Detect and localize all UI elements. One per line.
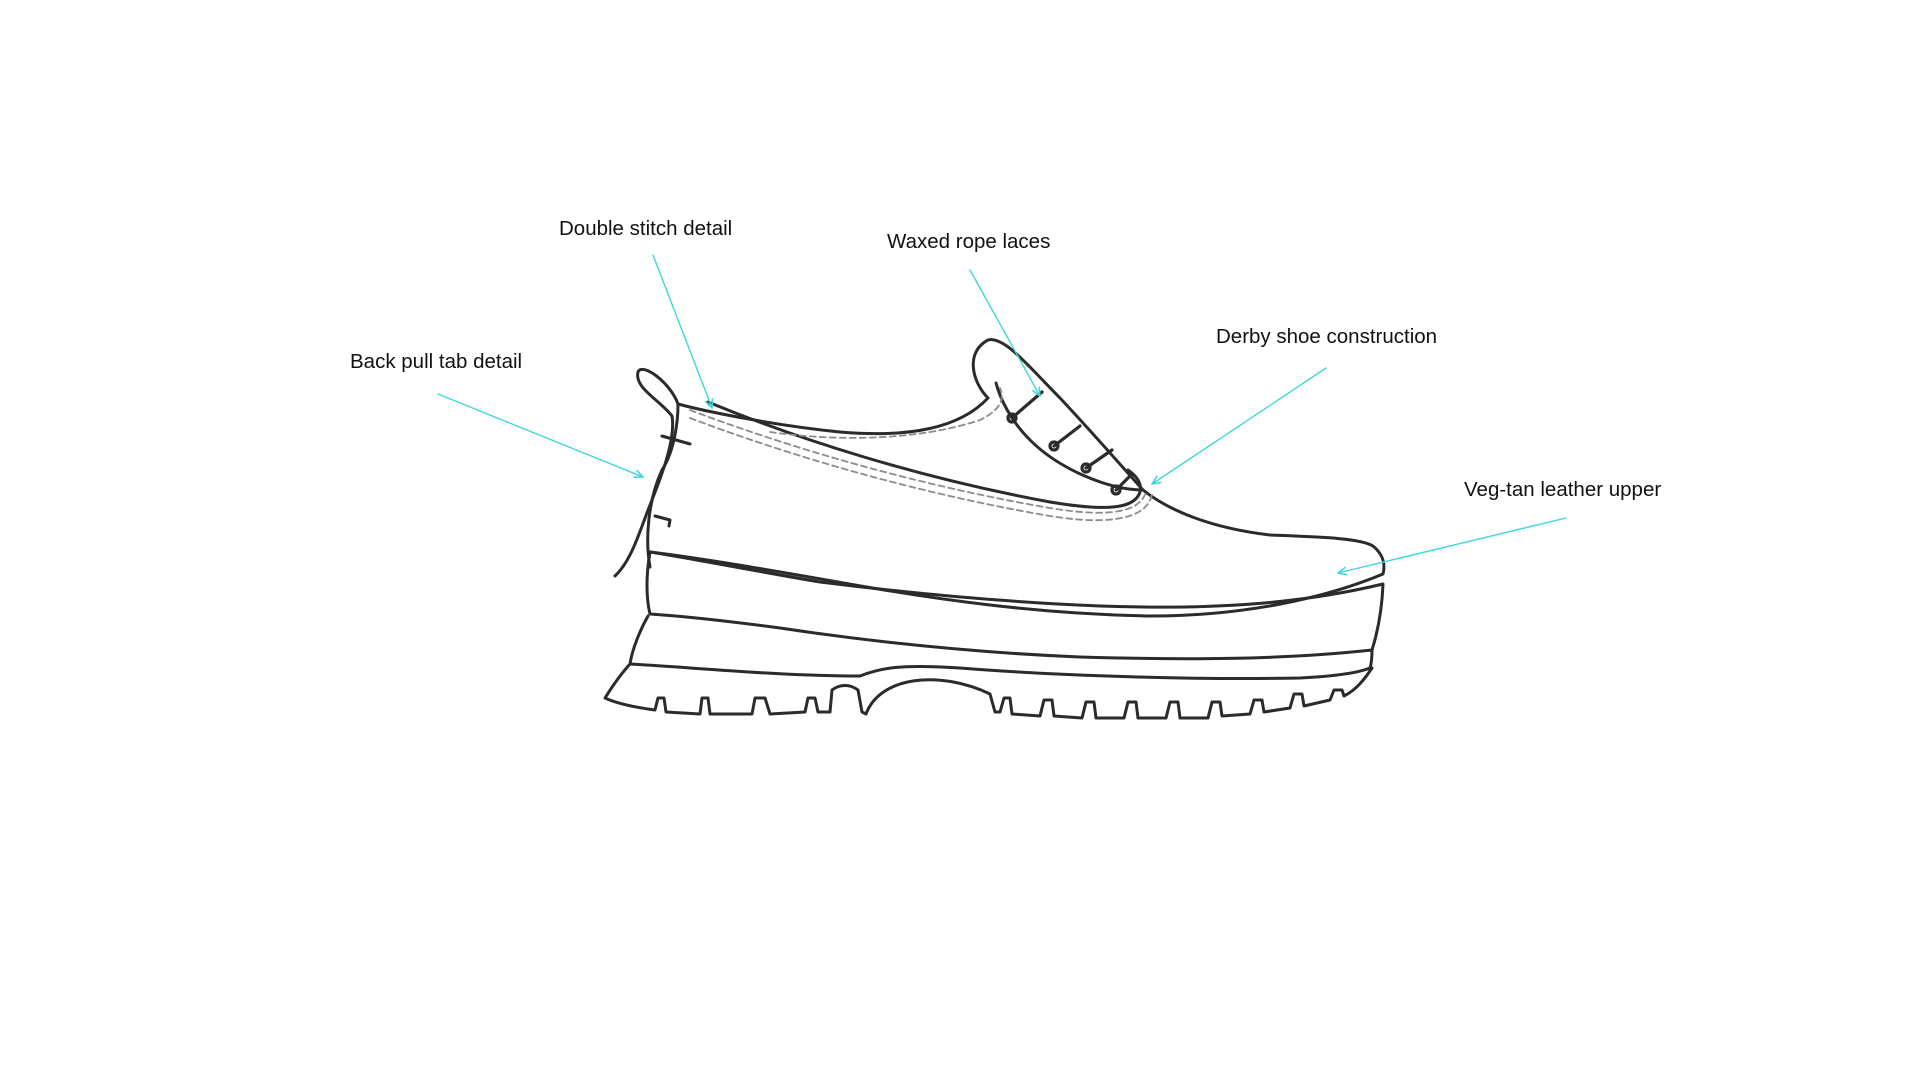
leader-waxed-laces (969, 269, 1040, 396)
heel-strap-upper (660, 434, 692, 446)
heel-strap-lower (653, 514, 672, 528)
leader-back-pull-tab (437, 393, 643, 477)
label-double-stitch: Double stitch detail (559, 217, 733, 240)
lace-1 (1010, 390, 1044, 420)
leader-double-stitch (652, 254, 712, 408)
back-pull-tab (613, 367, 680, 578)
shoe-illustration (603, 338, 1386, 720)
eyelet-3 (1080, 462, 1092, 474)
outsole-rail (628, 614, 1374, 681)
eyelet-4 (1110, 484, 1122, 496)
stitch-row-2 (689, 417, 1153, 522)
quarter-seam (706, 400, 1142, 509)
label-veg-tan-upper: Veg-tan leather upper (1464, 478, 1662, 501)
double-stitching (689, 387, 1153, 522)
stitch-row-1 (689, 409, 1147, 514)
label-derby-construction: Derby shoe construction (1216, 325, 1438, 348)
label-waxed-laces: Waxed rope laces (887, 230, 1051, 253)
outsole-lugs (603, 662, 1374, 720)
eyelet-facing (994, 381, 1145, 492)
shoe-upper-outline (646, 338, 1386, 618)
leader-lines (437, 254, 1567, 573)
leader-derby-construction (1152, 367, 1327, 484)
label-back-pull-tab: Back pull tab detail (350, 350, 523, 373)
eyelet-2 (1048, 440, 1060, 452)
leader-veg-tan-upper (1338, 517, 1567, 573)
stitch-row-3 (769, 387, 1003, 439)
eyelet-1 (1006, 412, 1018, 424)
